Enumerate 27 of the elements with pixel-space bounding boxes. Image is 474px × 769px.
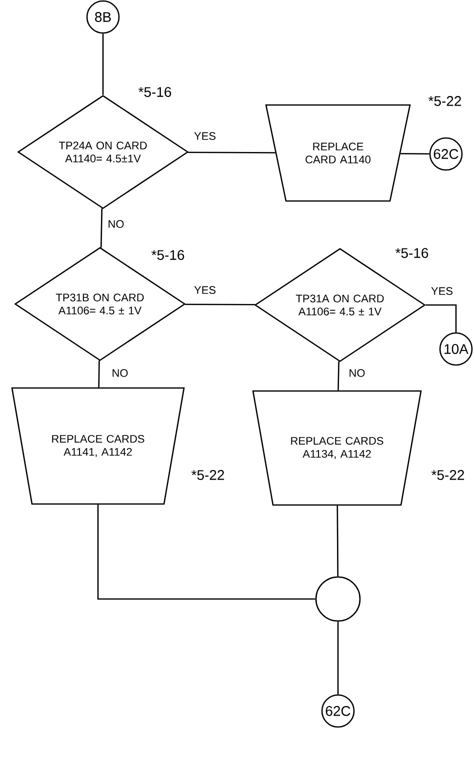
- edge-label: YES: [193, 285, 217, 295]
- connector-line: [336, 506, 338, 576]
- connector-line: [337, 622, 339, 694]
- connector-line: [400, 152, 430, 154]
- process-trapezoid: REPLACE CARDS A1141, A1142: [11, 387, 185, 505]
- connector-line: [102, 34, 104, 95]
- edge-label: YES: [193, 131, 217, 141]
- edge-label: NO: [106, 219, 126, 229]
- connector-line: [98, 360, 100, 388]
- edge-label: NO: [348, 368, 366, 378]
- connector-line: [188, 152, 276, 154]
- junction-circle: [315, 576, 361, 622]
- reference-label: *5-22: [428, 96, 462, 106]
- reference-label: *5-22: [431, 470, 464, 480]
- edge-label: NO: [110, 368, 130, 378]
- reference-label: *5-16: [395, 248, 428, 258]
- connector-line: [426, 304, 457, 332]
- edge-label: YES: [430, 286, 454, 296]
- reference-label: *5-16: [151, 250, 184, 260]
- connector-line: [185, 304, 255, 306]
- connector-line: [338, 361, 340, 390]
- reference-label: *5-16: [138, 87, 172, 97]
- connector-line: [97, 504, 316, 600]
- process-trapezoid: REPLACE CARD A1140: [265, 104, 411, 202]
- connector-line: [100, 208, 103, 248]
- reference-label: *5-22: [191, 470, 224, 480]
- process-trapezoid: REPLACE CARDS A1134, A1142: [252, 390, 422, 506]
